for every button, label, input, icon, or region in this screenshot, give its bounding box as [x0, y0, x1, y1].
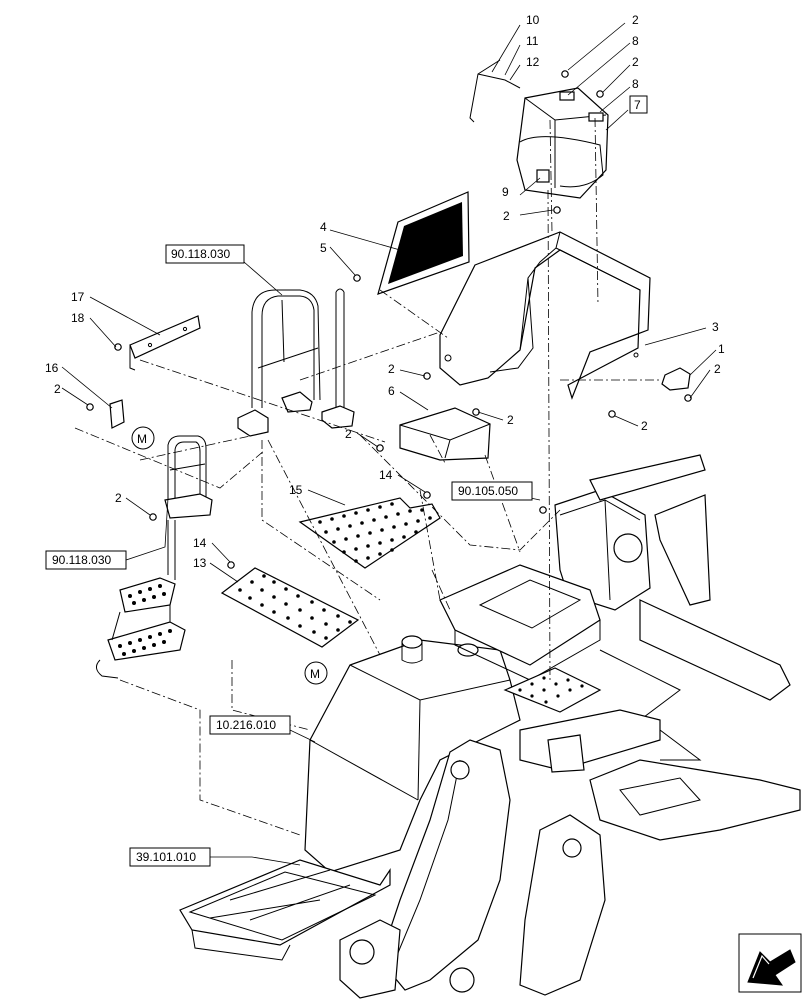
marker-m-left	[131, 426, 155, 450]
callout-2: 2	[714, 362, 721, 376]
callout-10: 10	[526, 13, 540, 27]
callout-11: 11	[526, 34, 539, 48]
leader-lines	[61, 22, 717, 866]
ref-frame-box	[451, 481, 533, 501]
callout-8: 8	[632, 77, 639, 91]
assembly-lines	[74, 117, 660, 836]
box-cover	[516, 87, 609, 199]
handrail-upper	[237, 288, 355, 437]
callout-17: 17	[71, 290, 85, 304]
marker-m-center	[304, 661, 328, 685]
callout-14: 14	[379, 468, 393, 482]
ref-body: 10.216.010	[216, 718, 276, 732]
callout-18: 18	[71, 311, 85, 325]
fasteners	[86, 70, 692, 569]
ref-undercarriage: 39.101.010	[136, 850, 196, 864]
callout-7-box	[629, 95, 648, 114]
ref-handrail-left: 90.118.030	[52, 553, 111, 567]
callout-14: 14	[193, 536, 207, 550]
callout-12: 12	[526, 55, 540, 69]
hood-cover	[439, 231, 651, 400]
callout-4: 4	[320, 220, 327, 234]
ref-handrail-left-box	[45, 550, 127, 570]
machine-body	[179, 635, 606, 999]
callout-2: 2	[507, 413, 514, 427]
small-clip	[109, 399, 125, 429]
callout-2: 2	[632, 13, 639, 27]
connection-markers: M M	[131, 426, 328, 685]
callout-13: 13	[193, 556, 207, 570]
callout-labels: 10 11 12 2 8 2 8 7 9 2 4 5 17 18 16 2 3 …	[45, 13, 725, 570]
callout-9: 9	[502, 185, 509, 199]
marker-m-left-label: M	[137, 432, 147, 446]
callout-5: 5	[320, 241, 327, 255]
ref-handrail-top-box	[165, 244, 245, 264]
callout-1: 1	[718, 342, 725, 356]
callout-16: 16	[45, 361, 59, 375]
reference-boxes: 90.118.030 90.118.030 90.105.050 10.216.…	[45, 244, 533, 867]
callout-2: 2	[115, 491, 122, 505]
ref-frame: 90.105.050	[458, 484, 518, 498]
callout-2: 2	[345, 427, 352, 441]
ref-handrail-top: 90.118.030	[171, 247, 230, 261]
rod	[469, 59, 521, 123]
callout-2: 2	[632, 55, 639, 69]
bracket-plate	[399, 407, 491, 461]
callout-15: 15	[289, 483, 303, 497]
callout-3: 3	[712, 320, 719, 334]
callout-2: 2	[641, 419, 648, 433]
ref-undercarriage-box	[129, 847, 211, 867]
marker-m-center-label: M	[310, 667, 320, 681]
ref-body-box	[209, 715, 291, 735]
step-plate-lower	[220, 567, 360, 648]
angle-bracket	[129, 315, 201, 371]
callout-2: 2	[54, 382, 61, 396]
small-bracket	[661, 367, 691, 391]
callout-7: 7	[634, 98, 641, 112]
callout-2: 2	[388, 362, 395, 376]
callout-2: 2	[503, 209, 510, 223]
callout-6: 6	[388, 384, 395, 398]
callout-8: 8	[632, 34, 639, 48]
arrow-icon[interactable]	[738, 933, 802, 993]
ladder	[96, 435, 213, 679]
step-plate-upper	[298, 497, 441, 569]
grille-panel	[377, 191, 470, 295]
platform-frame	[439, 454, 801, 841]
